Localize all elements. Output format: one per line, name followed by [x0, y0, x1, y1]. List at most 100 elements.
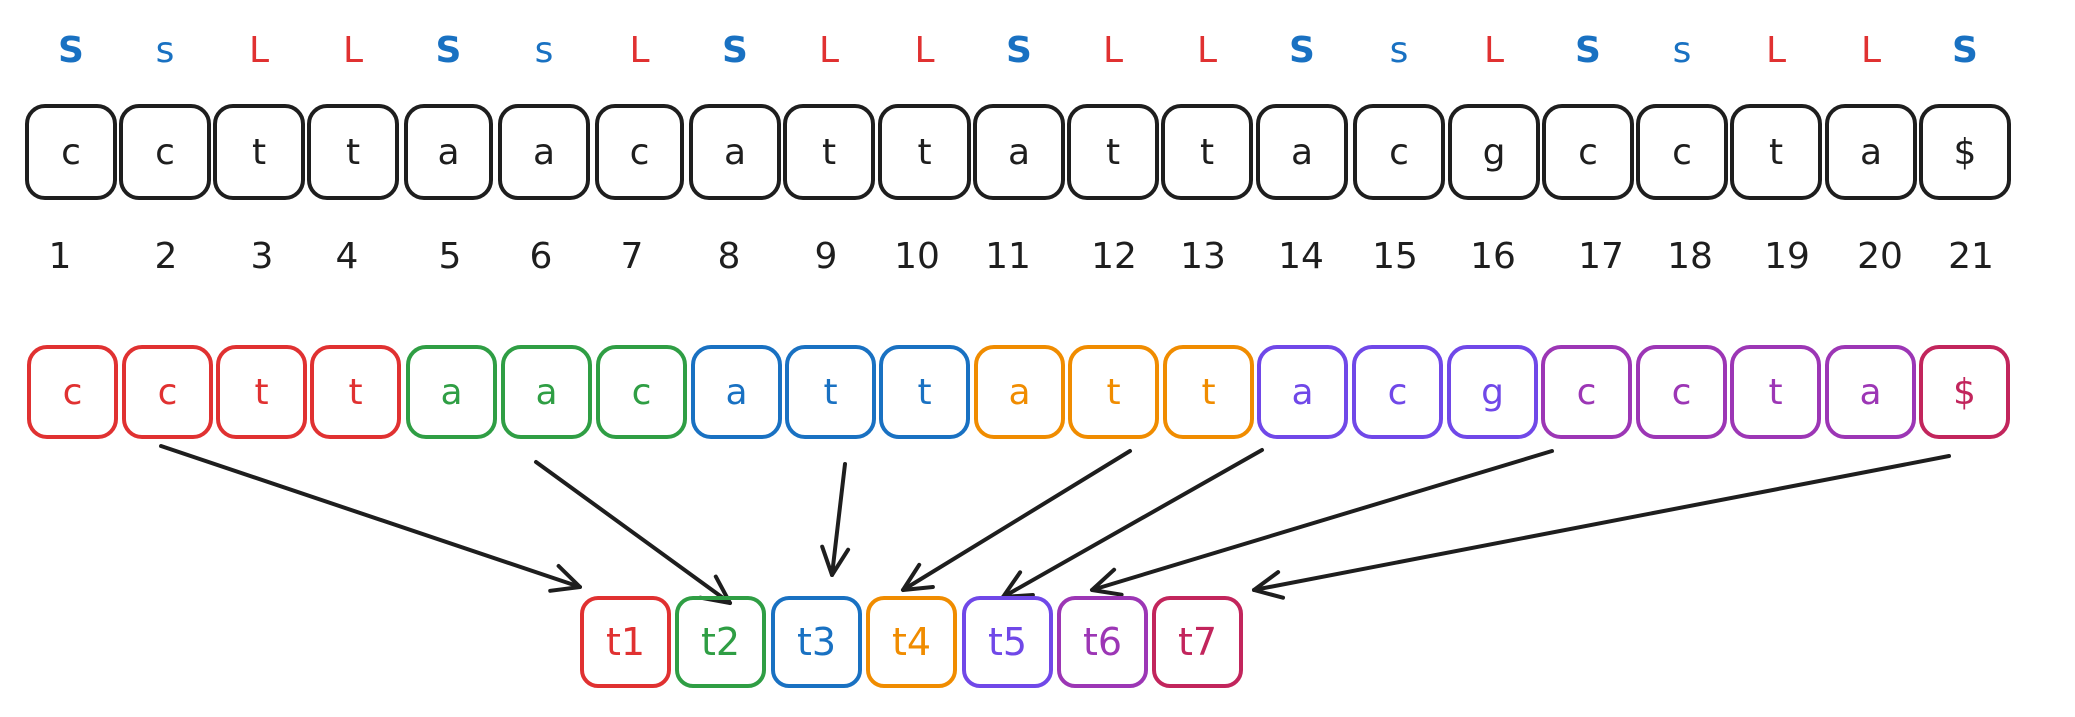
- colored-cell: a: [691, 345, 782, 439]
- index-label: 7: [621, 236, 644, 277]
- cell-box: [1163, 345, 1254, 439]
- cell-char: t: [1201, 372, 1215, 413]
- cell-char: g: [1481, 372, 1504, 413]
- colored-cell: $: [1919, 345, 2010, 439]
- type-label: L: [343, 30, 363, 71]
- char-cell: t: [1730, 104, 1822, 200]
- index-label: 16: [1470, 236, 1516, 277]
- cell-char: c: [1578, 132, 1598, 173]
- index-label: 20: [1857, 236, 1903, 277]
- cell-box: [691, 345, 782, 439]
- cell-char: t: [917, 372, 931, 413]
- index-label: 4: [336, 236, 359, 277]
- cell-char: t: [348, 372, 362, 413]
- index-label: 14: [1278, 236, 1324, 277]
- colored-cell: t: [1068, 345, 1159, 439]
- index-label: 17: [1578, 236, 1624, 277]
- group-label: t3: [797, 620, 836, 664]
- cell-char: t: [823, 372, 837, 413]
- cell-box: [1636, 345, 1727, 439]
- cell-box: [1730, 104, 1822, 200]
- index-label: 1: [49, 236, 72, 277]
- char-cell: c: [595, 104, 684, 200]
- index-label: 2: [155, 236, 178, 277]
- colored-cell: a: [501, 345, 592, 439]
- index-label: 13: [1180, 236, 1226, 277]
- cell-box: [1825, 345, 1916, 439]
- cell-box: [1352, 345, 1443, 439]
- type-label: L: [1103, 30, 1123, 71]
- type-label: L: [629, 30, 649, 71]
- char-cell: c: [119, 104, 211, 200]
- group-t3: t3: [771, 596, 862, 688]
- cell-box: [213, 104, 305, 200]
- colored-cell: a: [406, 345, 497, 439]
- type-label: S: [1952, 30, 1978, 71]
- arrow-head: [548, 564, 582, 593]
- char-cell: c: [1636, 104, 1728, 200]
- cell-box: [1448, 104, 1540, 200]
- group-label: t4: [892, 620, 931, 664]
- cell-box: [307, 104, 399, 200]
- type-label: L: [1861, 30, 1881, 71]
- index-label: 10: [894, 236, 940, 277]
- cell-box: [879, 345, 970, 439]
- type-label: S: [1289, 30, 1315, 71]
- cell-char: a: [535, 372, 557, 413]
- type-label: s: [156, 30, 175, 71]
- cell-char: t: [1768, 372, 1782, 413]
- cell-char: a: [440, 372, 462, 413]
- colored-cell: c: [1636, 345, 1727, 439]
- arrow-head: [820, 544, 851, 577]
- colored-cell: a: [1257, 345, 1348, 439]
- cell-box: [596, 345, 687, 439]
- cell-box: [878, 104, 971, 200]
- index-label: 11: [985, 236, 1031, 277]
- cell-box: [1067, 104, 1159, 200]
- group-label: t1: [606, 620, 645, 664]
- cell-box: [1161, 104, 1253, 200]
- index-label: 12: [1091, 236, 1137, 277]
- cell-box: [122, 345, 213, 439]
- cell-char: a: [1859, 372, 1881, 413]
- colored-cell: c: [1541, 345, 1632, 439]
- cell-char: a: [1008, 132, 1030, 173]
- cell-char: a: [437, 132, 459, 173]
- cell-char: c: [158, 372, 178, 413]
- cell-box: [404, 104, 493, 200]
- cell-box: [1919, 104, 2011, 200]
- index-label: 19: [1764, 236, 1810, 277]
- char-cell: t: [213, 104, 305, 200]
- cell-char: t: [252, 132, 266, 173]
- colored-cell: c: [27, 345, 118, 439]
- cell-char: c: [1577, 372, 1597, 413]
- type-label: L: [914, 30, 934, 71]
- arrow-head: [901, 562, 935, 592]
- colored-cell: t: [1730, 345, 1821, 439]
- char-cell: t: [1067, 104, 1159, 200]
- group-box: [866, 596, 957, 688]
- cell-char: c: [1672, 132, 1692, 173]
- char-cell: t: [1161, 104, 1253, 200]
- colored-cell: t: [310, 345, 401, 439]
- colored-cell: c: [596, 345, 687, 439]
- char-cell: t: [878, 104, 971, 200]
- char-cell: a: [1825, 104, 1917, 200]
- char-cell: a: [498, 104, 590, 200]
- cell-box: [501, 345, 592, 439]
- arrow-line: [1252, 454, 1951, 592]
- cell-box: [1257, 345, 1348, 439]
- char-cell: t: [783, 104, 875, 200]
- cell-box: [595, 104, 684, 200]
- cell-char: c: [1389, 132, 1409, 173]
- cell-char: a: [724, 132, 746, 173]
- cell-box: [783, 104, 875, 200]
- group-label: t7: [1178, 620, 1217, 664]
- cell-char: a: [1008, 372, 1030, 413]
- char-cell: $: [1919, 104, 2011, 200]
- colored-cell: t: [216, 345, 307, 439]
- arrow-line: [534, 460, 732, 605]
- cell-char: t: [1200, 132, 1214, 173]
